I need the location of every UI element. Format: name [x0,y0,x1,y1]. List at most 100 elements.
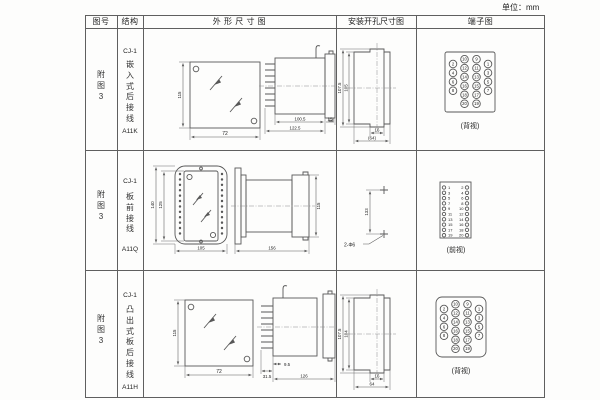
dimension-label: 64 [370,381,375,386]
dimension-label: 115 [316,202,321,210]
svg-text:10: 10 [462,57,467,62]
outline-drawing-row2: 140 125 105 156 115 [150,165,321,254]
svg-text:2: 2 [443,307,446,312]
svg-text:14: 14 [462,75,467,80]
terminal-block-outline [444,51,496,113]
svg-text:8: 8 [443,333,446,338]
header-mounting: 安装开孔尺寸图 [348,17,404,26]
dimension-label: 15 [328,116,333,121]
dimension-label: 126 [300,373,308,378]
dimension-label: 9.5 [284,362,291,367]
svg-text:6: 6 [443,324,446,329]
mounting-drawing-row3: 107.5 104 16 64 [337,289,396,390]
svg-text:5: 5 [487,79,490,84]
dimension-label: 115 [172,329,177,337]
svg-text:18: 18 [453,337,458,342]
dimension-label: 31.5 [263,374,272,379]
side-view-drawing: 100.5 15 122.5 [259,45,336,134]
svg-text:2: 2 [461,185,464,190]
table-gridline [336,15,337,398]
svg-text:1: 1 [487,62,490,67]
front-view-drawing: 115 72 [177,61,261,140]
svg-text:17: 17 [474,92,479,97]
header-outline: 外 形 尺 寸 图 [212,17,267,26]
svg-text:4: 4 [452,70,455,75]
view-caption: (背视) [461,121,480,130]
outline-drawing-row1: 115 72 100.5 15 122.5 [177,45,336,140]
dimension-label: 100.5 [295,116,307,121]
svg-text:20: 20 [453,346,458,351]
dimension-label: 105 [197,245,205,250]
svg-text:11: 11 [474,66,479,71]
table-gridline [85,28,545,29]
svg-text:14: 14 [459,217,464,222]
svg-text:20: 20 [462,101,467,106]
svg-text:19: 19 [474,101,479,106]
structure-desc-row3: 凸出式板后接线 [126,305,134,379]
svg-text:11: 11 [448,212,453,217]
mounting-drawing-row1: 107.5 105 16 (64) [337,43,396,144]
dimension-label: 72 [222,131,228,137]
unit-label: 单位：mm [502,3,540,12]
dimension-label: 156 [268,245,276,250]
svg-text:16: 16 [453,328,458,333]
svg-text:12: 12 [459,212,464,217]
structure-code-row2: A11Q [121,246,139,253]
dimension-label: 16 [375,373,380,378]
svg-text:1: 1 [478,307,481,312]
structure-desc-row2: 板前接线 [126,192,134,234]
svg-text:4: 4 [461,190,464,195]
fig-no-row3: 附图3 [97,314,105,345]
terminal-block-outline [435,296,487,358]
dimension-label: 133 [364,208,369,216]
svg-text:17: 17 [465,337,470,342]
table-gridline [117,15,118,398]
header-terminal: 端子图 [467,17,494,26]
structure-code-row1: A11K [122,128,138,135]
front-view-drawing: 140 125 105 [150,165,228,254]
table-gridline [85,270,545,271]
svg-text:3: 3 [487,70,490,75]
svg-text:7: 7 [448,201,451,206]
dimension-label: 115 [177,91,182,99]
svg-text:15: 15 [465,328,470,333]
svg-text:13: 13 [448,217,453,222]
svg-text:7: 7 [478,333,481,338]
dimension-label: 140 [150,201,155,209]
svg-text:20: 20 [459,233,464,238]
svg-text:12: 12 [462,66,467,71]
dimension-label: 122.5 [290,125,302,130]
svg-text:18: 18 [462,92,467,97]
hole-spec-label: 2-Φ6 [344,243,355,249]
svg-text:3: 3 [478,315,481,320]
svg-text:19: 19 [465,346,470,351]
svg-text:15: 15 [474,83,479,88]
dimension-label: 72 [216,369,222,375]
dimension-label: 125 [158,201,163,209]
dimension-label: 16 [375,127,380,132]
dimension-label: 105 [344,84,349,92]
svg-text:10: 10 [459,206,464,211]
svg-text:4: 4 [443,315,446,320]
view-caption: (背视) [452,366,471,375]
svg-text:10: 10 [453,302,458,307]
dimension-label: (64) [368,135,376,140]
terminal-block-outline [439,181,472,239]
svg-text:2: 2 [452,62,455,67]
structure-model-row1: CJ-1 [123,48,137,55]
svg-text:7: 7 [487,88,490,93]
svg-text:16: 16 [462,83,467,88]
structure-code-row3: A11H [122,384,138,391]
dimension-label: 107.5 [337,82,342,94]
svg-text:12: 12 [453,311,458,316]
svg-text:15: 15 [448,222,453,227]
panel-cutout-drawing: 107.5 105 16 (64) [337,43,396,144]
svg-text:18: 18 [459,227,464,232]
